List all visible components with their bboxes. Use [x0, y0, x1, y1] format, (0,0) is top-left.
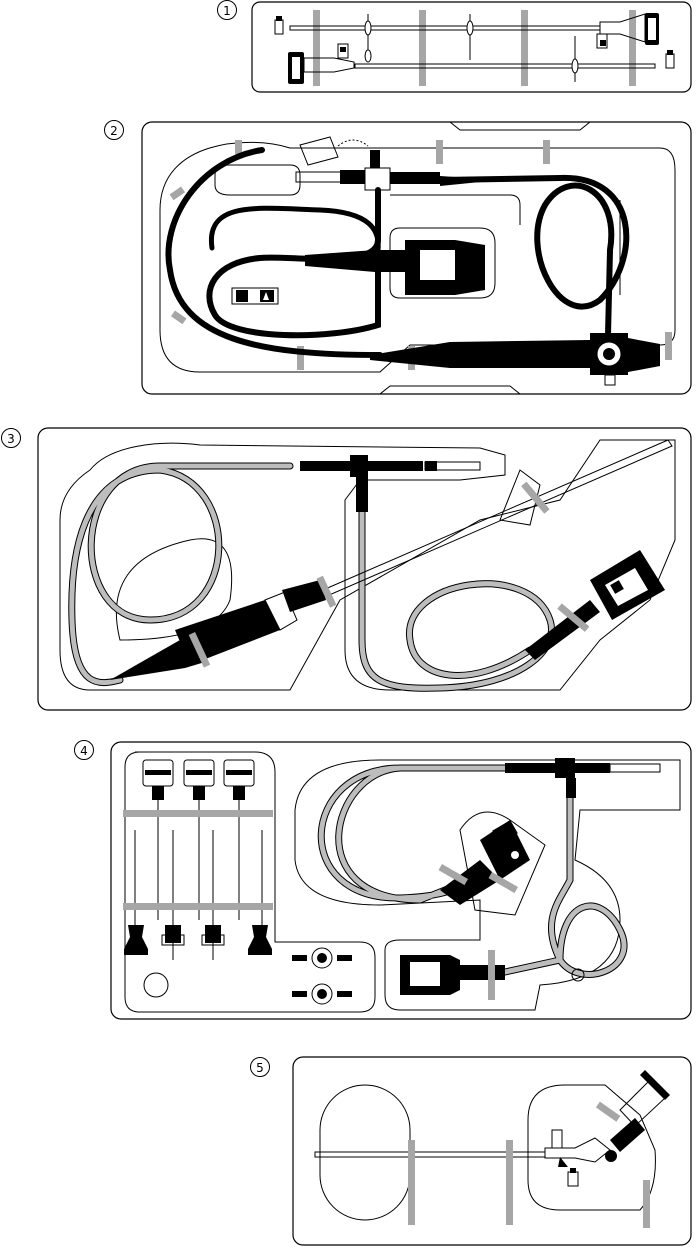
- valve-set: [292, 947, 352, 1005]
- tray-1: [251, 1, 692, 93]
- tray-2: [141, 121, 692, 395]
- panel-number-2: 2: [104, 120, 124, 140]
- tray-4: [110, 741, 692, 1020]
- panel-number-5: 5: [250, 1057, 270, 1077]
- tray-3: [37, 427, 692, 711]
- panel-number-4: 4: [74, 740, 94, 760]
- panel-number-3: 3: [1, 428, 21, 448]
- trocar-set: [123, 759, 273, 960]
- panel-number-1: 1: [217, 0, 237, 20]
- tray-5: [292, 1056, 692, 1246]
